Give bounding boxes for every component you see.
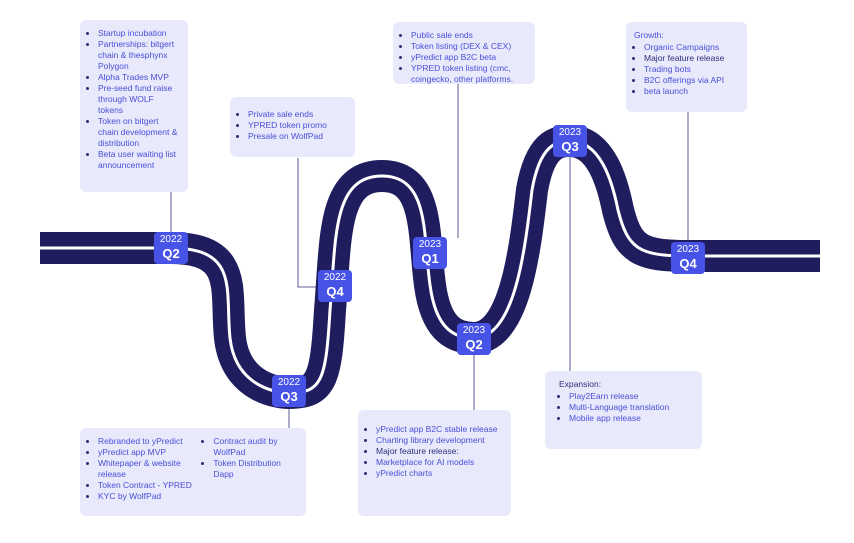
milestone-2023-q4: 2023 Q4 [671, 242, 705, 274]
card-2022-q2: Startup incubation Partnerships: bitgert… [80, 20, 188, 192]
list-item: B2C offerings via API [644, 75, 739, 86]
milestone-quarter: Q3 [561, 139, 579, 154]
milestone-2022-q3: 2022 Q3 [272, 375, 306, 407]
list-item: Token Distribution Dapp [213, 458, 298, 480]
connector-q4-2022 [297, 158, 318, 288]
list-item: Contract audit by WolfPad [213, 436, 298, 458]
milestone-year: 2023 [558, 127, 582, 138]
milestone-quarter: Q4 [679, 256, 697, 271]
list-item: Multi-Language translation [569, 402, 694, 413]
milestone-quarter: Q2 [465, 337, 483, 352]
list-item: Marketplace for AI models [376, 457, 503, 468]
list-item: Trading bots [644, 64, 739, 75]
list-item: Public sale ends [411, 30, 527, 41]
list-item: YPRED token promo [248, 120, 347, 131]
list-item: KYC by WolfPad [98, 491, 195, 502]
milestone-year: 2022 [277, 377, 301, 388]
card-2022-q3: Rebranded to yPredict yPredict app MVP W… [80, 428, 306, 516]
list-item: beta launch [644, 86, 739, 97]
list-item: Rebranded to yPredict [98, 436, 195, 447]
list-item: Partnerships: bitgert chain & thesphynx … [98, 39, 180, 72]
list-item: Mobile app release [569, 413, 694, 424]
milestone-year: 2023 [462, 325, 486, 336]
card-list: Organic Campaigns Major feature release … [634, 42, 739, 97]
milestone-quarter: Q4 [326, 284, 344, 299]
milestone-quarter: Q3 [280, 389, 298, 404]
card-heading: Expansion: [559, 379, 602, 389]
card-list: yPredict app B2C stable release Charting… [366, 424, 503, 479]
list-item: yPredict app MVP [98, 447, 195, 458]
milestone-year: 2022 [323, 272, 347, 283]
list-item: yPredict charts [376, 468, 503, 479]
card-list: Startup incubation Partnerships: bitgert… [88, 28, 180, 171]
milestone-quarter: Q2 [162, 246, 180, 261]
list-item: Token Contract - YPRED [98, 480, 195, 491]
card-2023-q1: Public sale ends Token listing (DEX & CE… [393, 22, 535, 84]
list-item: yPredict app B2C stable release [376, 424, 503, 435]
list-item: YPRED token listing (cmc, coingecko, oth… [411, 63, 527, 85]
list-item: Charting library development [376, 435, 503, 446]
milestone-year: 2023 [418, 239, 442, 250]
list-item: Startup incubation [98, 28, 180, 39]
card-2023-q2: yPredict app B2C stable release Charting… [358, 410, 511, 516]
list-item: Token on bitgert chain development & dis… [98, 116, 180, 149]
list-item: Token listing (DEX & CEX) [411, 41, 527, 52]
milestone-2023-q2: 2023 Q2 [457, 323, 491, 355]
card-2023-q3: Expansion: Play2Earn release Multi-Langu… [545, 371, 702, 449]
card-list: Private sale ends YPRED token promo Pres… [238, 109, 347, 142]
milestone-year: 2022 [159, 234, 183, 245]
milestone-year: 2023 [676, 244, 700, 255]
list-item: Beta user waiting list announcement [98, 149, 180, 171]
card-list: Public sale ends Token listing (DEX & CE… [401, 30, 527, 85]
card-2022-q4: Private sale ends YPRED token promo Pres… [230, 97, 355, 157]
milestone-quarter: Q1 [421, 251, 439, 266]
card-list: Rebranded to yPredict yPredict app MVP W… [88, 436, 195, 502]
connector-lines [170, 84, 689, 428]
card-list: Contract audit by WolfPad Token Distribu… [203, 436, 298, 502]
card-list: Play2Earn release Multi-Language transla… [559, 391, 694, 424]
list-item: Presale on WolfPad [248, 131, 347, 142]
milestone-2022-q4: 2022 Q4 [318, 270, 352, 302]
list-item: Organic Campaigns [644, 42, 739, 53]
card-2023-q4: Growth: Organic Campaigns Major feature … [626, 22, 747, 112]
list-item: yPredict app B2C beta [411, 52, 527, 63]
list-item: Private sale ends [248, 109, 347, 120]
list-item: Major feature release: [376, 446, 503, 457]
list-item: Major feature release [644, 53, 739, 64]
list-item: Whitepaper & website release [98, 458, 195, 480]
list-item: Pre-seed fund raise through WOLF tokens [98, 83, 180, 116]
card-heading: Growth: [634, 30, 664, 40]
milestone-2023-q1: 2023 Q1 [413, 237, 447, 269]
list-item: Play2Earn release [569, 391, 694, 402]
list-item: Alpha Trades MVP [98, 72, 180, 83]
milestone-2023-q3: 2023 Q3 [553, 125, 587, 157]
milestone-2022-q2: 2022 Q2 [154, 232, 188, 264]
